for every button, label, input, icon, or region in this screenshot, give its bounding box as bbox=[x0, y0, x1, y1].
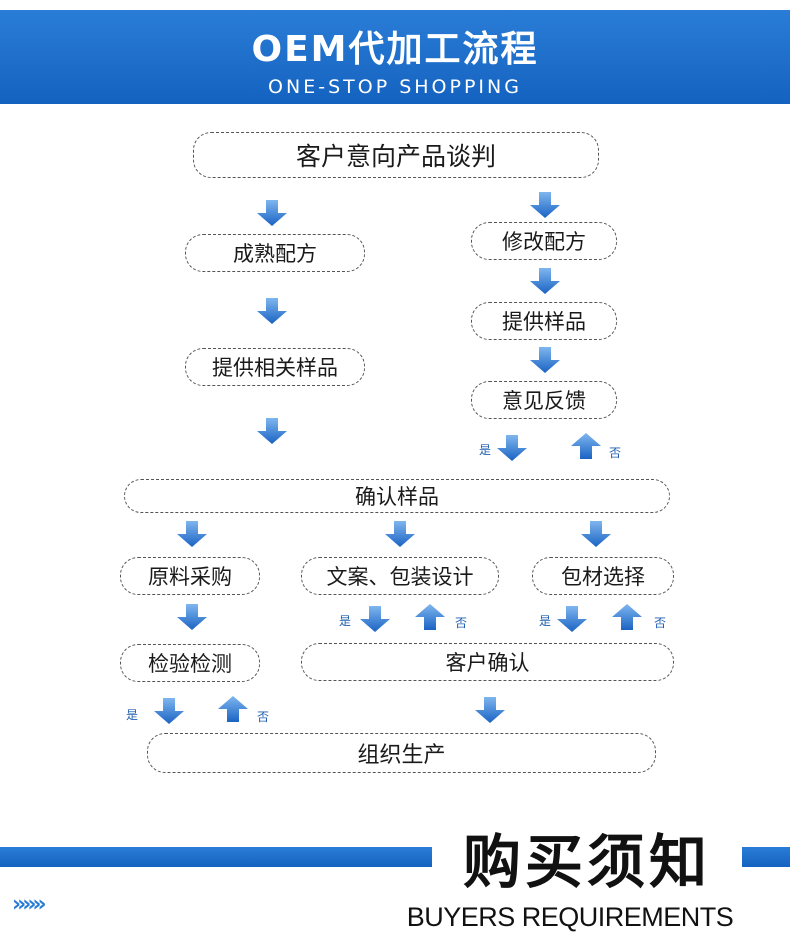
step-inspection: 检验检测 bbox=[120, 644, 260, 682]
arrow-down-icon bbox=[530, 347, 560, 373]
arrow-up-icon bbox=[612, 604, 642, 630]
arrow-down-icon bbox=[530, 268, 560, 294]
step-organize-production-label: 组织生产 bbox=[357, 743, 446, 768]
decision-no-label: 否 bbox=[257, 710, 270, 724]
decision-yes-label: 是 bbox=[479, 443, 492, 457]
arrow-down-icon bbox=[497, 435, 527, 461]
step-material-purchase: 原料采购 bbox=[120, 557, 260, 595]
step-organize-production: 组织生产 bbox=[147, 733, 656, 773]
step-copy-packaging-design-label: 文案、包装设计 bbox=[326, 565, 474, 589]
step-packaging-selection-label: 包材选择 bbox=[561, 565, 645, 589]
decision-yes-label: 是 bbox=[339, 614, 352, 628]
arrow-up-icon bbox=[571, 433, 601, 459]
decision-no-label: 否 bbox=[654, 616, 667, 630]
arrow-down-icon bbox=[530, 192, 560, 218]
page-title: OEM代加工流程 bbox=[251, 29, 539, 70]
decision-no-label: 否 bbox=[455, 616, 468, 630]
step-modify-formula-label: 修改配方 bbox=[502, 230, 586, 254]
arrow-down-icon bbox=[257, 418, 287, 444]
arrow-down-icon bbox=[177, 521, 207, 547]
chevrons-icon: »»» bbox=[12, 892, 47, 917]
decision-no-label: 否 bbox=[609, 446, 622, 460]
arrow-down-icon bbox=[475, 697, 505, 723]
step-provide-related-samples: 提供相关样品 bbox=[185, 348, 365, 386]
step-confirm-samples: 确认样品 bbox=[124, 479, 670, 513]
arrow-up-icon bbox=[218, 696, 248, 722]
arrow-down-icon bbox=[257, 200, 287, 226]
arrow-down-icon bbox=[385, 521, 415, 547]
step-mature-formula-label: 成熟配方 bbox=[233, 242, 317, 266]
step-negotiation: 客户意向产品谈判 bbox=[193, 132, 599, 178]
step-material-purchase-label: 原料采购 bbox=[148, 565, 232, 589]
arrow-down-icon bbox=[581, 521, 611, 547]
step-mature-formula: 成熟配方 bbox=[185, 234, 365, 272]
arrow-down-icon bbox=[557, 606, 587, 632]
decision-yes-label: 是 bbox=[126, 708, 139, 722]
step-provide-samples: 提供样品 bbox=[471, 302, 617, 340]
step-modify-formula: 修改配方 bbox=[471, 222, 617, 260]
step-copy-packaging-design: 文案、包装设计 bbox=[301, 557, 499, 595]
decision-yes-label: 是 bbox=[539, 614, 552, 628]
arrow-down-icon bbox=[257, 298, 287, 324]
step-packaging-selection: 包材选择 bbox=[532, 557, 674, 595]
header-banner: OEM代加工流程 ONE-STOP SHOPPING bbox=[0, 10, 790, 104]
arrow-up-icon bbox=[415, 604, 445, 630]
step-customer-confirm: 客户确认 bbox=[301, 643, 674, 681]
footer-subtitle: BUYERS REQUIREMENTS bbox=[406, 902, 734, 932]
footer-title-backdrop bbox=[432, 828, 742, 900]
step-negotiation-label: 客户意向产品谈判 bbox=[295, 142, 496, 171]
arrow-down-icon bbox=[177, 604, 207, 630]
arrow-down-icon bbox=[360, 606, 390, 632]
step-confirm-samples-label: 确认样品 bbox=[355, 485, 439, 509]
page-subtitle: ONE-STOP SHOPPING bbox=[268, 76, 522, 98]
step-inspection-label: 检验检测 bbox=[148, 652, 232, 676]
arrow-down-icon bbox=[154, 698, 184, 724]
step-provide-related-samples-label: 提供相关样品 bbox=[212, 356, 338, 380]
step-feedback: 意见反馈 bbox=[471, 381, 617, 419]
step-feedback-label: 意见反馈 bbox=[502, 389, 586, 413]
step-customer-confirm-label: 客户确认 bbox=[445, 651, 530, 675]
step-provide-samples-label: 提供样品 bbox=[502, 310, 586, 334]
footer-title: 购买须知 bbox=[462, 828, 711, 896]
